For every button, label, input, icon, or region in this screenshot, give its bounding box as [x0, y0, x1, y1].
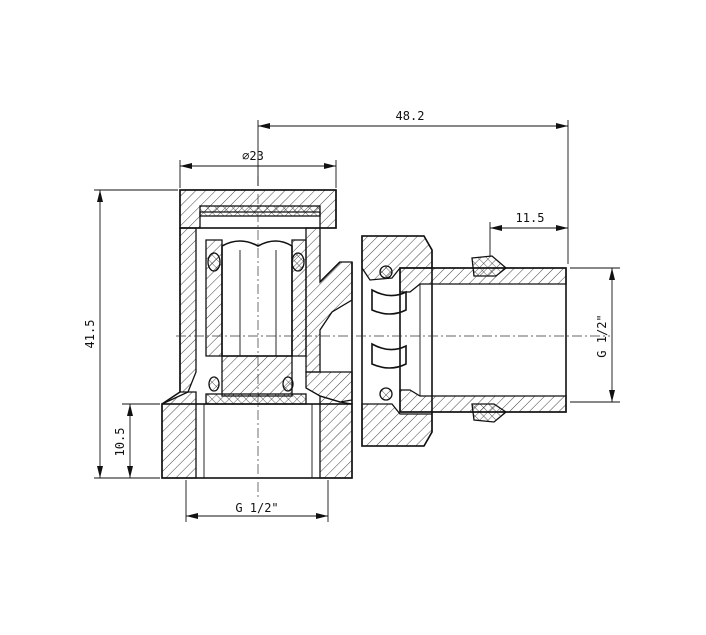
- tail-seal-bottom: [471, 403, 508, 423]
- spindle-insert: [205, 239, 307, 405]
- dim-tail-length-label: 11.5: [516, 211, 545, 225]
- dim-outlet-thread: G 1/2": [570, 267, 620, 403]
- center-lines: [176, 176, 610, 500]
- dim-inlet-thread: G 1/2": [185, 480, 329, 522]
- o-ring-lower-left: [208, 376, 220, 392]
- spindle-head: [221, 240, 293, 357]
- inlet-left-wall: [161, 391, 197, 479]
- inlet-right-wall: [319, 395, 353, 479]
- body-left-wall: [179, 227, 197, 393]
- disc-seal: [205, 393, 307, 405]
- nut-outline: [361, 235, 433, 447]
- dim-tail-length: 11.5: [489, 211, 568, 256]
- dim-cap-diameter-label: ⌀23: [242, 149, 264, 163]
- tail-outline: [399, 267, 567, 413]
- nut-hex: [371, 288, 407, 369]
- nut-seal-bottom: [379, 387, 393, 401]
- o-ring-upper-left: [207, 252, 221, 272]
- dim-inlet-thread-label: G 1/2": [235, 501, 278, 515]
- union-nut: [361, 235, 433, 447]
- valve-body: [161, 227, 353, 479]
- tail-seal-top: [471, 255, 508, 277]
- nut-seal-top: [379, 265, 393, 279]
- body-outline: [161, 228, 353, 405]
- dim-outlet-thread-label: G 1/2": [595, 314, 609, 357]
- dim-inlet-height-label: 10.5: [113, 428, 127, 457]
- dim-overall-height: 41.5: [83, 189, 178, 479]
- dim-overall-width-label: 48.2: [396, 109, 425, 123]
- body-right-wall: [305, 227, 353, 373]
- tailpiece: [399, 255, 567, 423]
- o-ring-upper-right: [291, 252, 305, 272]
- dim-cap-diameter: ⌀23: [179, 149, 337, 188]
- dim-inlet-height: 10.5: [113, 403, 160, 478]
- dim-overall-width: 48.2: [257, 109, 569, 264]
- valve-disc: [221, 355, 293, 397]
- dim-overall-height-label: 41.5: [83, 320, 97, 349]
- cap-insert: [199, 205, 321, 217]
- body-elbow-wall: [305, 371, 353, 403]
